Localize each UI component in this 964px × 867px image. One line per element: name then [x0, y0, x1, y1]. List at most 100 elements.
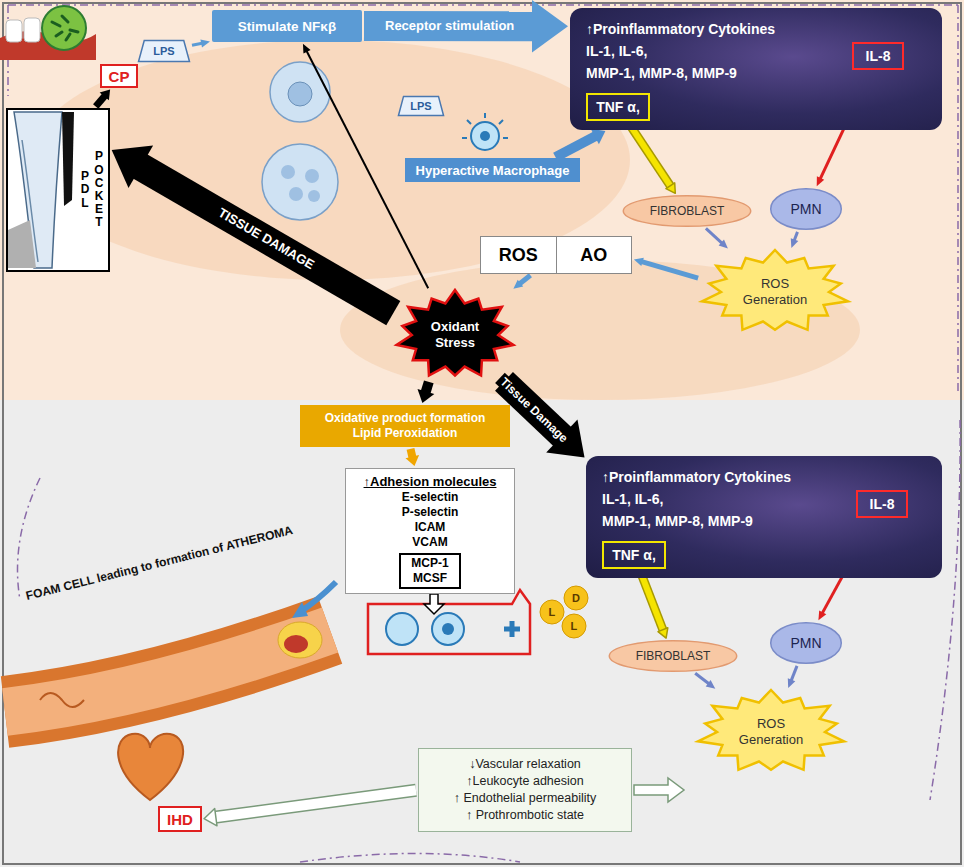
list-subbox: MCP-1MCSF: [399, 553, 460, 589]
node-text: FIBROBLAST: [636, 649, 711, 663]
arrowhead: [817, 176, 825, 186]
cytokine-tag: TNF α,: [586, 93, 650, 121]
arrowhead: [791, 238, 799, 248]
connector: [788, 666, 797, 688]
node-text: CP: [109, 68, 130, 85]
balance-box: ROSAO: [480, 236, 632, 274]
arrowhead: [112, 146, 153, 188]
node-text: ↓Vascular relaxation: [469, 756, 581, 773]
arrowhead: [634, 258, 644, 266]
node-text: LPS: [410, 100, 431, 112]
pocket-illustration: [6, 108, 110, 272]
connector-line: [640, 571, 663, 631]
connector: [406, 449, 420, 466]
connector: [634, 258, 698, 279]
node-text: PMN: [790, 635, 821, 651]
node-text: VCAM: [412, 535, 447, 550]
cell-illustration: [262, 62, 338, 220]
connector-line: [192, 43, 202, 45]
arrowhead: [418, 389, 435, 403]
arrowhead: [100, 90, 111, 101]
node-text: PMN: [790, 201, 821, 217]
lps-tag: LPS: [138, 40, 190, 62]
connector: [791, 232, 799, 248]
outer-frame: [3, 3, 961, 864]
cytokine-tag: TNF α,: [602, 541, 666, 569]
connector-line: [556, 136, 596, 157]
node-text: Lipid Peroxidation: [353, 426, 458, 441]
node-text: POCKET: [93, 150, 105, 229]
node-text: ROS Generation: [730, 276, 820, 308]
cytokine-tag: IL-8: [852, 42, 904, 70]
arrowhead: [303, 44, 311, 54]
connector-outline: [640, 571, 663, 631]
connector: [628, 123, 675, 194]
leukocyte-ldl-group: [368, 586, 588, 654]
process-box: Stimulate NFκβ: [212, 10, 362, 42]
connector: [192, 40, 210, 48]
starburst: Oxidant Stress: [395, 290, 515, 380]
edge-label: Receptor stimulation: [382, 18, 517, 34]
connector: [640, 571, 668, 638]
connector-line: [794, 232, 797, 241]
lower-ground: [0, 400, 964, 867]
arrowhead: [200, 40, 210, 48]
cytokine-panel: ↑Proinflammatory CytokinesIL-1, IL-6,MMP…: [570, 8, 942, 130]
arrowhead: [406, 455, 420, 466]
particle-letter: D: [572, 592, 580, 604]
node-text: Hyperactive Macrophage: [416, 163, 570, 178]
macrophage-banner: Hyperactive Macrophage: [405, 158, 580, 182]
particle-letter: L: [549, 606, 556, 618]
cytokine-tag: IL-8: [856, 490, 908, 518]
cytokine-panel: ↑Proinflammatory CytokinesIL-1, IL-6,MMP…: [586, 456, 942, 578]
node-text: AO: [556, 237, 632, 273]
node-text: P-selectin: [402, 505, 459, 520]
connector: [513, 275, 530, 289]
cell-ellipse: PMN: [770, 622, 842, 664]
process-box: Oxidative product formationLipid Peroxid…: [300, 405, 510, 447]
arrowhead: [666, 183, 675, 193]
node-text: ICAM: [415, 520, 446, 535]
node-text: IL-8: [866, 45, 891, 67]
node-text: ↑Adhesion molecules: [364, 473, 497, 490]
arrowhead: [719, 240, 728, 249]
foam-cell-arrow: [292, 582, 336, 618]
arrowhead: [706, 680, 716, 689]
connector: [706, 228, 728, 248]
lps-tag: LPS: [398, 96, 444, 116]
connector-line: [642, 262, 698, 279]
connector: [204, 790, 416, 826]
node-text: TNF α,: [596, 96, 640, 118]
connector-outline: [628, 123, 670, 187]
node-text: ROS Generation: [726, 716, 816, 748]
macrophage-icon: [462, 113, 508, 150]
upper-ground: [0, 0, 964, 400]
connector: [112, 146, 394, 314]
connector-line: [426, 382, 429, 393]
connector-line: [138, 165, 393, 313]
tissue-shade: [340, 260, 860, 400]
starburst: ROS Generation: [700, 250, 850, 334]
connector: [364, 0, 568, 53]
node-text: FIBROBLAST: [650, 204, 725, 218]
node-text: LPS: [153, 45, 174, 57]
region-outline: [18, 420, 961, 862]
connector-outline: [215, 790, 416, 817]
connector-line: [215, 790, 416, 817]
connector-line: [96, 96, 105, 107]
disease-label: CP: [100, 64, 138, 88]
node-text: MCP-1: [411, 556, 448, 571]
list-box: ↑Adhesion moleculesE-selectinP-selectinI…: [345, 468, 515, 594]
node-text: MMP-1, MMP-8, MMP-9: [602, 510, 753, 532]
connector-line: [364, 11, 536, 41]
node-text: TNF α,: [612, 544, 656, 566]
region-outline: [8, 5, 958, 395]
arrowhead: [513, 280, 523, 289]
node-text: IL-1, IL-6,: [586, 40, 647, 62]
node-text: MMP-1, MMP-8, MMP-9: [586, 62, 737, 84]
cell-ellipse: FIBROBLAST: [608, 640, 738, 672]
connector-line: [706, 228, 722, 243]
connector: [418, 382, 435, 403]
node-text: ↑ Endothelial permeability: [454, 790, 596, 807]
